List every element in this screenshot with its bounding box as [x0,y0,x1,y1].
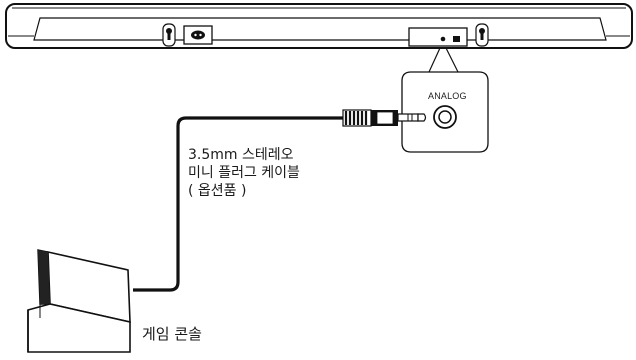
cable-label-line-2: 미니 플러그 케이블 [188,165,300,181]
cable-label: 3.5mm 스테레오 미니 플러그 케이블 ( 옵션품 ) [188,146,300,200]
keyhole-right [475,23,489,47]
connector-panel [408,27,468,47]
cable-label-line-1: 3.5mm 스테레오 [188,147,294,163]
soundbar [5,3,633,49]
power-socket [183,25,213,45]
keyhole-left [162,23,176,47]
analog-jack [433,105,457,129]
mini-plug-cable [133,109,427,292]
analog-port-label: ANALOG [428,91,467,101]
cable-label-line-3: ( 옵션품 ) [188,183,247,199]
console-label: 게임 콘솔 [142,325,202,343]
game-console [27,249,131,353]
